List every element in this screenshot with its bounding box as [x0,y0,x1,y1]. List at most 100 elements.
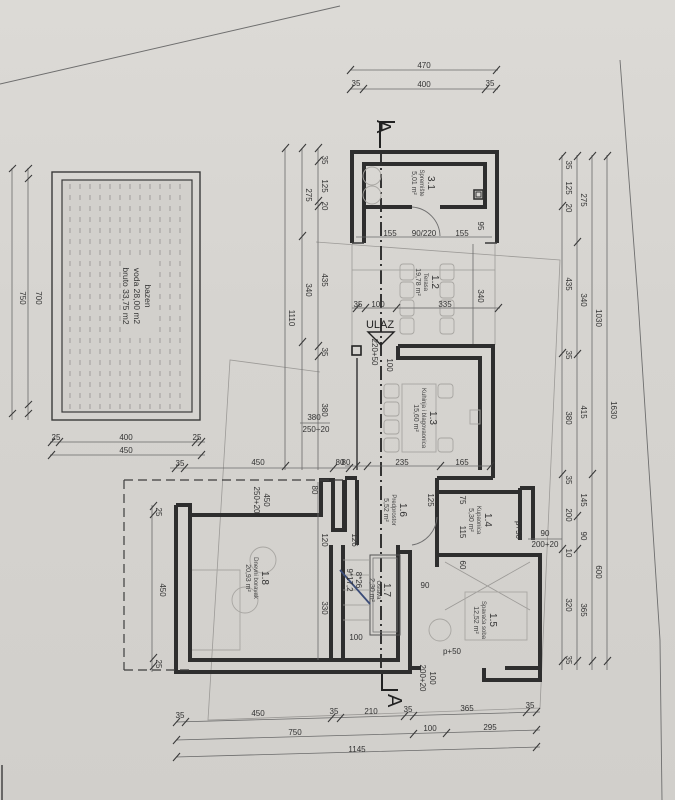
dim-35: 35 [320,348,329,357]
dim-stairs-8x26: 8*26 [354,572,363,589]
dim-275: 275 [304,188,313,202]
dim-1630: 1630 [609,401,618,419]
dim-435: 435 [320,273,329,287]
room-area: 19,78 m² [414,268,421,296]
pool-dim-400: 400 [119,433,133,442]
dim-200-20: 200+20 [418,665,427,692]
dim-380: 380 [564,411,573,425]
dim-95: 95 [476,222,485,231]
dim-35: 35 [526,701,535,710]
property-boundary [0,5,663,800]
room-1-7-pantry: 1.7 Ostava 2,30 m² [368,554,401,636]
pool-dim-25-right: 25 [193,433,202,442]
dim-35: 35 [564,161,573,170]
pool-gross-area: bruto 33,75 m2 [121,267,131,324]
dim-20: 20 [564,204,573,213]
dim-470: 470 [417,61,431,70]
dim-155: 155 [455,229,469,238]
dim-100: 100 [371,300,385,309]
dim-25: 25 [154,508,163,517]
pool: bazen voda 28,00 m2 bruto 33,75 m2 750 7… [8,164,206,460]
room-1-8-living: 1.8 Dnevni boravak 20,93 m² 35 450 80 45… [123,458,359,672]
dim-75: 75 [458,496,467,505]
dim-35: 35 [352,79,361,88]
dim-20: 20 [320,202,329,211]
dim-35: 35 [320,156,329,165]
dim-35: 35 [404,705,413,714]
staircase: 8*26 9*17,2 100 [329,545,371,660]
dim-340: 340 [304,283,313,297]
dim-295: 295 [483,723,497,732]
room-name: Predprostor [390,494,396,525]
dim-100: 100 [349,633,363,642]
room-1-4-bathroom: 1.4 Kupaonica 5,30 m² p+50 90 200+20 [467,506,562,549]
dim-35: 35 [564,351,573,360]
bottom-dimension-chains: 35 450 35 210 35 365 35 750 100 295 1145 [172,701,541,762]
room-name: Terasa [422,273,428,292]
dim-415: 415 [579,405,588,419]
dim-p-50: p+50 [443,647,462,656]
room-area: 5,01 m² [410,171,417,195]
dim-450: 450 [262,493,271,507]
dim-125: 125 [320,179,329,193]
room-name: Ostava [375,580,381,600]
dim-125: 125 [564,181,573,195]
dim-stairs-9x17-2: 9*17,2 [345,568,354,592]
entrance-marker: ULAZ 220+50 100 [351,319,396,372]
dim-335: 335 [438,300,452,309]
room-number: 1.2 [429,275,440,289]
dim-100: 100 [428,671,437,685]
dim-435: 435 [564,277,573,291]
dim-25: 25 [154,660,163,669]
dim-340: 340 [579,293,588,307]
dim-60: 60 [458,561,467,570]
dim-100: 100 [423,724,437,733]
dim-365: 365 [579,603,588,617]
dim-600: 600 [594,565,603,579]
room-name: Spavaća soba [480,601,486,640]
dim-145: 145 [579,493,588,507]
room-area: 12,52 m² [472,606,479,634]
dim-320: 320 [564,598,573,612]
pool-dim-25-left: 25 [52,433,61,442]
room-1-3-kitchen: 1.3 Kuhinja i blagovaonica 15,60 m² 80 2… [300,383,495,471]
section-label-bottom: A [383,694,405,708]
dim-125: 125 [426,493,435,507]
right-dimension-chains: 35 125 20 435 35 380 35 200 10 320 35 27… [558,151,618,670]
pool-dim-700: 700 [34,291,43,305]
dim-220-50: 220+50 [370,339,379,366]
left-dimension-chains: 35 125 20 435 35 380 275 340 1110 [281,143,329,471]
room-name: Spremište [418,169,424,197]
room-1-2-terrace: 1.2 Terasa 19,78 m² 35 100 335 340 [351,244,503,345]
dim-235: 235 [395,458,409,467]
pool-dim-450: 450 [119,446,133,455]
pool-title: bazen [143,284,153,307]
dim-35: 35 [176,459,185,468]
room-1-6-hall: 1.6 Predprostor 5,52 m² 125 75 115 60 90 [382,493,467,590]
room-area: 15,60 m² [412,404,419,432]
room-number: 1.4 [482,513,493,527]
dim-250-20: 250+20 [303,425,330,434]
dim-80: 80 [342,458,351,467]
dim-750: 750 [288,728,302,737]
section-marker-top: A [372,120,395,148]
room-number: 1.3 [427,411,438,425]
dim-35: 35 [564,656,573,665]
dim-115: 115 [458,526,467,539]
dim-120: 120 [320,533,329,547]
dim-35: 35 [176,711,185,720]
pool-water-area: voda 28,00 m2 [132,268,142,325]
room-number: 1.6 [397,503,408,517]
dim-35: 35 [354,300,363,309]
dim-90-220: 90/220 [412,229,437,238]
room-name: Dnevni boravak [252,557,258,600]
dim-155: 155 [383,229,397,238]
dim-1110: 1110 [287,310,296,327]
dim-380: 380 [307,413,321,422]
room-name: Kupaonica [475,506,481,535]
entrance-label: ULAZ [366,319,394,331]
dim-90: 90 [421,581,430,590]
dim-90: 90 [541,529,550,538]
